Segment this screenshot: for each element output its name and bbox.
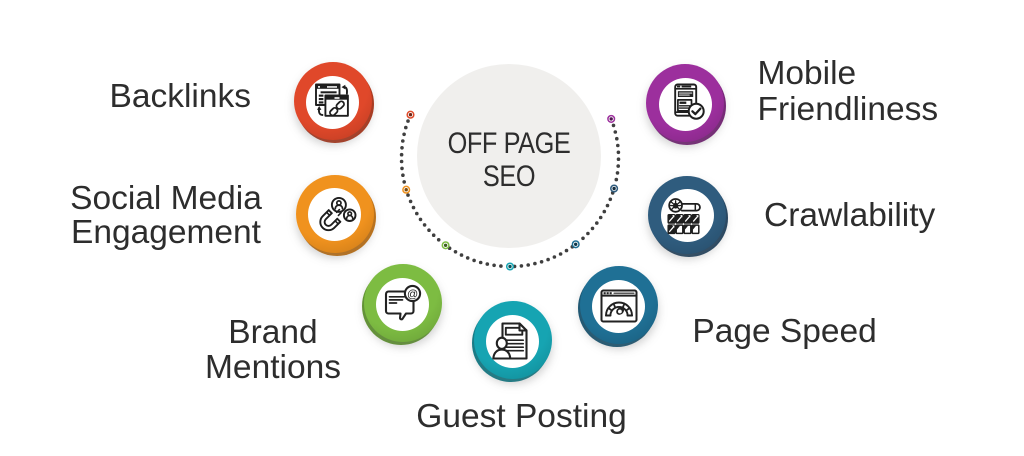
svg-text:@: @ — [407, 289, 418, 301]
